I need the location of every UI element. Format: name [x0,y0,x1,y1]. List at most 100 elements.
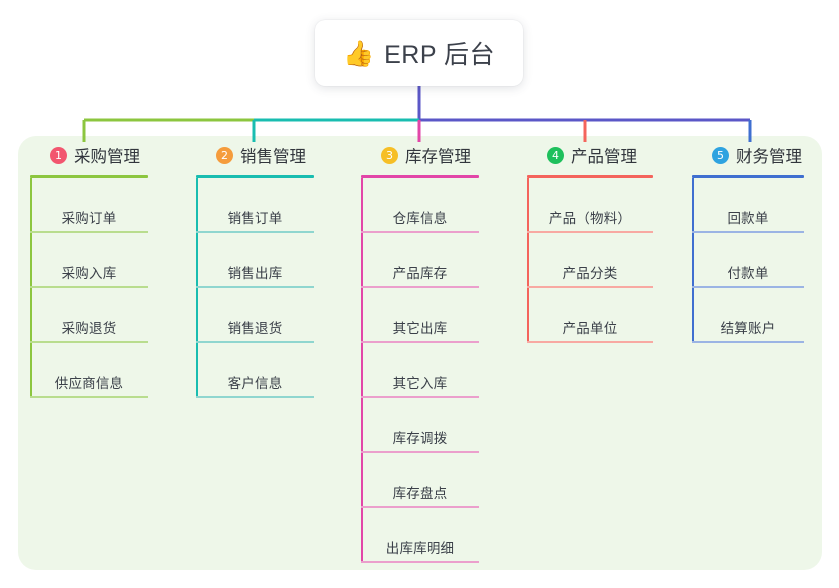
leaf-node[interactable]: 产品分类 [527,233,653,288]
leaf-node[interactable]: 其它出库 [361,288,479,343]
leaf-node[interactable]: 产品单位 [527,288,653,343]
leaf-node-label: 采购入库 [61,266,117,281]
branch-title: 产品管理 [571,148,637,166]
leaf-node[interactable]: 销售出库 [196,233,314,288]
leaf-node-label: 回款单 [727,211,769,226]
leaf-node[interactable]: 销售订单 [196,178,314,233]
leaf-node-underline [196,341,314,343]
leaf-node-label: 供应商信息 [54,376,124,391]
leaf-node[interactable]: 结算账户 [692,288,804,343]
branch-header-5[interactable]: 5 财务管理 [692,142,804,168]
branch-underline [196,175,314,178]
leaf-node[interactable]: 出库库明细 [361,508,479,563]
leaf-node[interactable]: 客户信息 [196,343,314,398]
branch-title: 销售管理 [240,148,306,166]
leaf-node-label: 结算账户 [720,321,776,336]
leaf-node-underline [692,231,804,233]
branch-item-list: 销售订单销售出库销售退货客户信息 [196,178,314,398]
leaf-node-underline [527,341,653,343]
thumbs-up-icon: 👍 [342,38,375,68]
leaf-node-underline [196,286,314,288]
leaf-node-underline [30,396,148,398]
leaf-node-label: 付款单 [727,266,769,281]
leaf-node-underline [30,231,148,233]
leaf-node[interactable]: 供应商信息 [30,343,148,398]
leaf-node-underline [361,561,479,563]
leaf-node-label: 采购订单 [61,211,117,226]
leaf-node-underline [692,286,804,288]
leaf-node-underline [361,286,479,288]
branch-item-list: 采购订单采购入库采购退货供应商信息 [30,178,148,398]
leaf-node[interactable]: 销售退货 [196,288,314,343]
leaf-node[interactable]: 产品库存 [361,233,479,288]
leaf-node-label: 其它出库 [392,321,448,336]
leaf-node[interactable]: 库存盘点 [361,453,479,508]
leaf-node-underline [196,396,314,398]
branch-underline [30,175,148,178]
branch-underline [361,175,479,178]
diagram-background-panel [18,136,822,570]
branch-spine [30,178,32,398]
leaf-node-underline [361,506,479,508]
branch-number-badge: 2 [216,146,233,164]
leaf-node[interactable]: 回款单 [692,178,804,233]
leaf-node-label: 采购退货 [61,321,117,336]
branch-column-2: 2 销售管理销售订单销售出库销售退货客户信息 [196,142,314,398]
leaf-node-underline [361,231,479,233]
leaf-node-underline [361,451,479,453]
leaf-node-label: 产品（物料） [548,211,632,226]
branch-column-3: 3 库存管理仓库信息产品库存其它出库其它入库库存调拨库存盘点出库库明细 [361,142,479,563]
leaf-node-underline [527,286,653,288]
branch-number-badge: 3 [381,146,398,164]
branch-title: 财务管理 [736,148,802,166]
leaf-node-label: 销售退货 [227,321,283,336]
leaf-node[interactable]: 采购订单 [30,178,148,233]
branch-column-4: 4 产品管理产品（物料） 产品分类产品单位 [527,142,653,343]
leaf-node-label: 出库库明细 [385,541,455,556]
leaf-node[interactable]: 其它入库 [361,343,479,398]
branch-number-badge: 5 [712,146,729,164]
leaf-node[interactable]: 采购入库 [30,233,148,288]
branch-column-1: 1 采购管理采购订单采购入库采购退货供应商信息 [30,142,148,398]
leaf-node[interactable]: 付款单 [692,233,804,288]
leaf-node-label: 库存盘点 [392,486,448,501]
leaf-node-label: 其它入库 [392,376,448,391]
branch-spine [361,178,363,563]
leaf-node-underline [361,341,479,343]
branch-header-3[interactable]: 3 库存管理 [361,142,479,168]
leaf-node-label: 仓库信息 [392,211,448,226]
leaf-node-underline [196,231,314,233]
leaf-node-label: 产品库存 [392,266,448,281]
branch-underline [692,175,804,178]
branch-underline [527,175,653,178]
leaf-node-label: 销售出库 [227,266,283,281]
leaf-node[interactable]: 仓库信息 [361,178,479,233]
leaf-node-underline [527,231,653,233]
leaf-node-label: 库存调拨 [392,431,448,446]
leaf-node[interactable]: 产品（物料） [527,178,653,233]
leaf-node-label: 产品分类 [562,266,618,281]
branch-spine [196,178,198,398]
branch-title: 库存管理 [405,148,471,166]
branch-header-1[interactable]: 1 采购管理 [30,142,148,168]
branch-header-2[interactable]: 2 销售管理 [196,142,314,168]
branch-column-5: 5 财务管理回款单付款单结算账户 [692,142,804,343]
branch-title: 采购管理 [74,148,140,166]
root-node-title: ERP 后台 [384,41,496,69]
leaf-node-label: 客户信息 [227,376,283,391]
leaf-node-underline [692,341,804,343]
branch-number-badge: 1 [50,146,67,164]
root-node-card[interactable]: 👍 ERP 后台 [315,20,523,86]
branch-number-badge: 4 [547,146,564,164]
leaf-node[interactable]: 库存调拨 [361,398,479,453]
leaf-node-underline [361,396,479,398]
leaf-node[interactable]: 采购退货 [30,288,148,343]
leaf-node-label: 产品单位 [562,321,618,336]
branch-header-4[interactable]: 4 产品管理 [527,142,653,168]
branch-item-list: 回款单付款单结算账户 [692,178,804,343]
branch-item-list: 产品（物料） 产品分类产品单位 [527,178,653,343]
leaf-node-underline [30,286,148,288]
leaf-node-underline [30,341,148,343]
leaf-node-label: 销售订单 [227,211,283,226]
